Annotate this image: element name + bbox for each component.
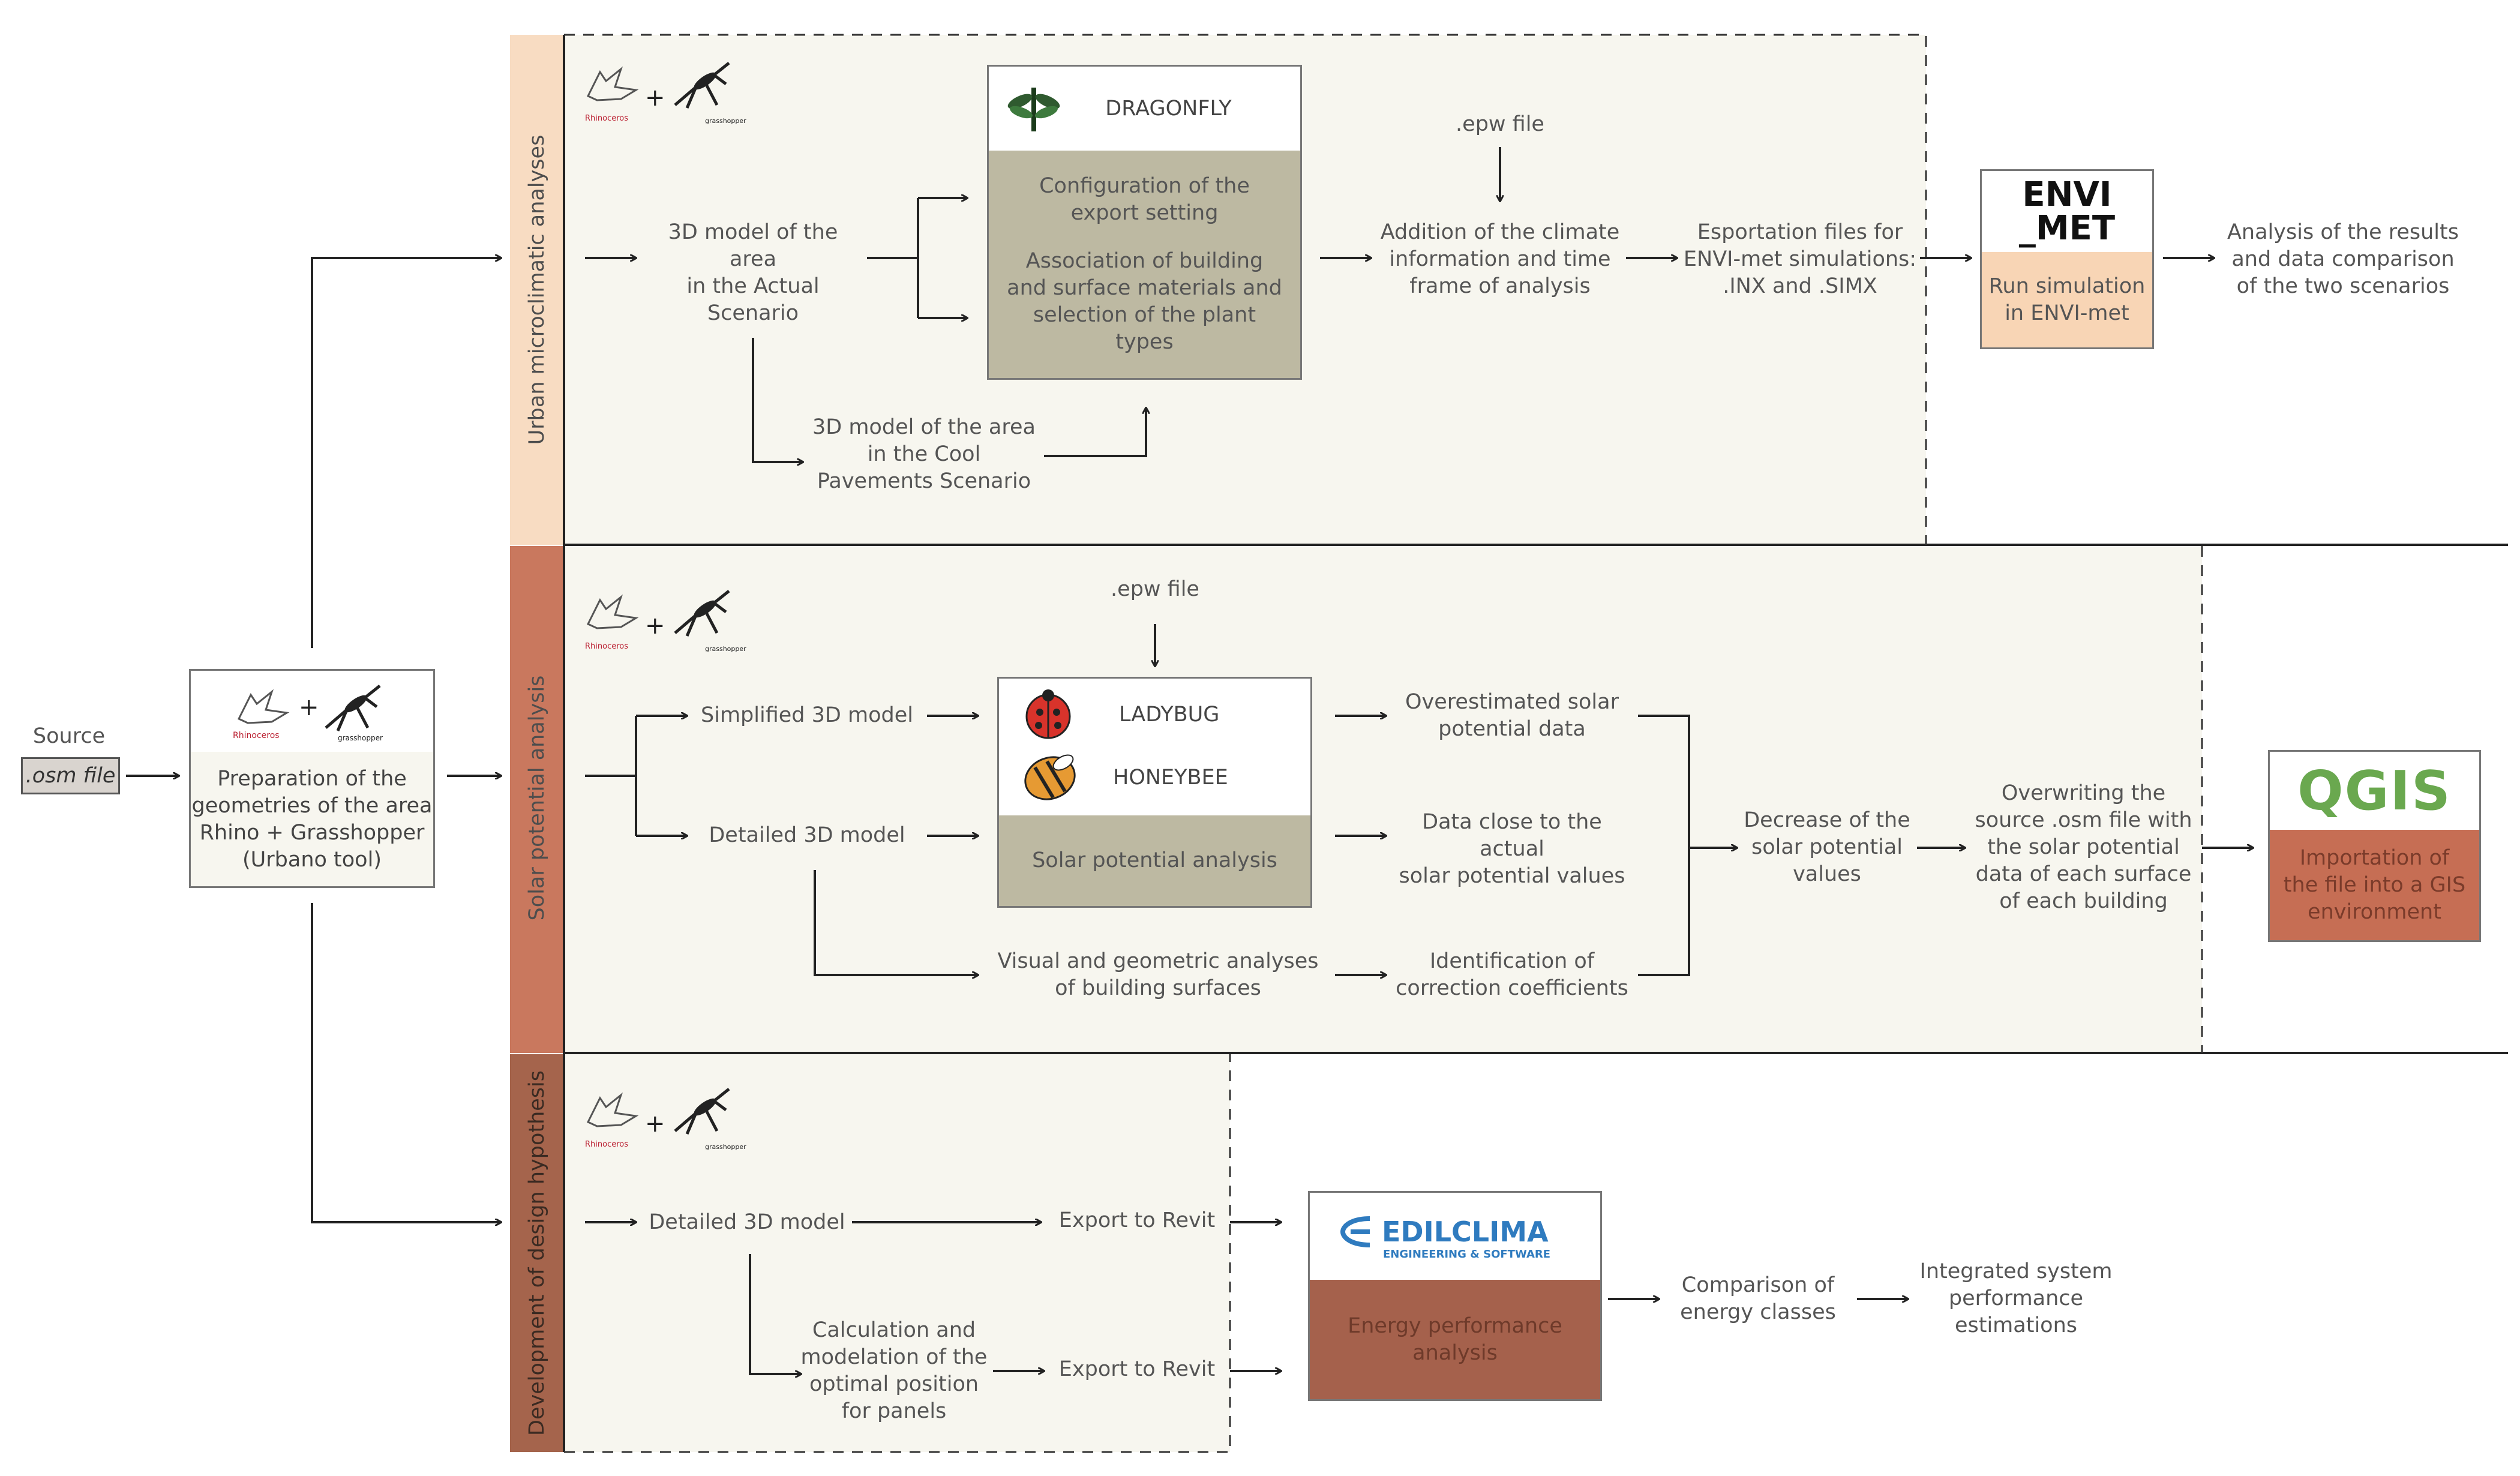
preparation-plus: + xyxy=(299,694,319,721)
urban-band xyxy=(510,35,564,545)
design-integrated-text: Integrated system performance estimation… xyxy=(1919,1259,2113,1337)
urban-climate-text: Addition of the climate information and … xyxy=(1380,220,1620,298)
dragonfly-title: DRAGONFLY xyxy=(1105,97,1232,121)
ladybug-text: Solar potential analysis xyxy=(999,815,1310,906)
envimet-logo: ENVI _MET xyxy=(1982,171,2152,252)
dragonfly-materials-text: Association of building and surface mate… xyxy=(1007,248,1282,354)
design-compare-text: Comparison of energy classes xyxy=(1680,1273,1836,1324)
rhinoceros-icon xyxy=(586,594,639,629)
preparation-box: + Rhinoceros grasshopper Preparation of … xyxy=(189,669,435,888)
urban-plus: + xyxy=(645,84,665,112)
design-detailed-model: Detailed 3D model xyxy=(649,1210,845,1234)
envimet-logo-top: ENVI xyxy=(2022,175,2112,214)
grasshopper-icon xyxy=(674,590,730,637)
design-rhino-caption: Rhinoceros xyxy=(585,1140,629,1149)
solar-decrease-text: Decrease of the solar potential values xyxy=(1744,808,1910,886)
honeybee-icon xyxy=(1024,754,1076,800)
dragonfly-box: DRAGONFLY Configuration of the export se… xyxy=(987,65,1302,380)
solar-overwrite-text: Overwriting the source .osm file with th… xyxy=(1975,781,2192,913)
envimet-text: Run simulation in ENVI-met xyxy=(1982,252,2152,347)
solar-close-values: Data close to the actual solar potential… xyxy=(1399,810,1625,888)
solar-band-label: Solar potential analysis xyxy=(525,675,549,921)
design-panel xyxy=(564,1054,1230,1452)
design-software-logos: + Rhinoceros grasshopper xyxy=(582,1083,762,1155)
solar-plus: + xyxy=(645,612,665,640)
preparation-logos: + Rhinoceros grasshopper xyxy=(191,671,433,752)
design-plus: + xyxy=(645,1110,665,1138)
ladybug-icon xyxy=(1025,689,1071,739)
design-calc-text: Calculation and modelation of the optima… xyxy=(800,1318,988,1423)
urban-model-cool: 3D model of the area in the Cool Pavemen… xyxy=(812,415,1036,493)
solar-overestimated: Overestimated solar potential data xyxy=(1405,690,1619,741)
ladybug-box: LADYBUG HONEYBEE Solar potential analysi… xyxy=(997,677,1312,908)
rhinoceros-icon xyxy=(237,689,290,724)
solar-rhino-caption: Rhinoceros xyxy=(585,642,629,651)
edilclima-subtext: ENGINEERING & SOFTWARE xyxy=(1383,1248,1551,1261)
dragonfly-head: DRAGONFLY xyxy=(989,67,1300,151)
solar-software-logos: + Rhinoceros grasshopper xyxy=(582,585,762,657)
rhinoceros-icon xyxy=(586,1092,639,1127)
solar-band xyxy=(510,546,564,1053)
urban-rhino-caption: Rhinoceros xyxy=(585,114,629,123)
edilclima-box: EDILCLIMA ENGINEERING & SOFTWARE Energy … xyxy=(1308,1191,1602,1401)
solar-visual-analyses: Visual and geometric analyses of buildin… xyxy=(997,949,1319,1000)
edilclima-text: Energy performance analysis xyxy=(1310,1280,1600,1399)
solar-simplified-model: Simplified 3D model xyxy=(701,703,913,727)
qgis-text: Importation of the file into a GIS envir… xyxy=(2270,830,2479,940)
envimet-logo-bottom: _MET xyxy=(2018,208,2116,248)
source-label: Source xyxy=(32,724,106,748)
solar-grasshopper-caption: grasshopper xyxy=(705,645,746,653)
preparation-rhino-caption: Rhinoceros xyxy=(233,731,280,740)
edilclima-logo: EDILCLIMA ENGINEERING & SOFTWARE xyxy=(1310,1193,1600,1280)
dragonfly-config-text: Configuration of the export setting xyxy=(1039,174,1250,226)
urban-epw-file: .epw file xyxy=(1456,112,1544,136)
preparation-text: Preparation of the geometries of the are… xyxy=(191,766,433,872)
urban-export-text: Esportation files for ENVI-met simulatio… xyxy=(1683,220,1917,298)
design-export-revit-2: Export to Revit xyxy=(1058,1357,1216,1381)
qgis-logo-text: QGIS xyxy=(2297,759,2452,823)
grasshopper-icon xyxy=(674,1088,730,1135)
edilclima-icon xyxy=(1340,1216,1370,1247)
design-band xyxy=(510,1054,564,1452)
urban-software-logos: + Rhinoceros grasshopper xyxy=(582,57,762,129)
preparation-grasshopper-caption: grasshopper xyxy=(338,734,383,742)
urban-grasshopper-caption: grasshopper xyxy=(705,117,746,125)
honeybee-title: HONEYBEE xyxy=(1113,766,1228,790)
design-grasshopper-caption: grasshopper xyxy=(705,1143,746,1151)
design-export-revit-1: Export to Revit xyxy=(1058,1208,1216,1232)
rhinoceros-icon xyxy=(586,66,639,101)
ladybug-title: LADYBUG xyxy=(1119,703,1220,727)
grasshopper-icon xyxy=(325,685,381,731)
source-file-box: .osm file xyxy=(21,757,120,794)
qgis-box: QGIS Importation of the file into a GIS … xyxy=(2268,750,2481,942)
grasshopper-icon xyxy=(674,62,730,109)
urban-results-text: Analysis of the results and data compari… xyxy=(2227,220,2459,298)
edilclima-logo-text: EDILCLIMA xyxy=(1382,1216,1549,1248)
solar-panel xyxy=(564,546,2202,1053)
ladybug-head: LADYBUG HONEYBEE xyxy=(999,679,1310,815)
solar-correction-coefficients: Identification of correction coefficient… xyxy=(1396,949,1628,1000)
qgis-logo: QGIS xyxy=(2270,752,2479,830)
urban-model-actual: 3D model of the area in the Actual Scena… xyxy=(668,220,838,325)
dragonfly-body: Configuration of the export setting Asso… xyxy=(989,151,1300,378)
urban-band-label: Urban microclimatic analyses xyxy=(525,134,549,445)
design-band-label: Development of design hypothesis xyxy=(525,1070,549,1436)
source-file-label: .osm file xyxy=(25,764,116,788)
dragonfly-icon xyxy=(1007,88,1060,131)
envimet-box: ENVI _MET Run simulation in ENVI-met xyxy=(1980,169,2154,349)
solar-epw-file: .epw file xyxy=(1111,577,1199,601)
solar-detailed-model: Detailed 3D model xyxy=(709,823,905,847)
